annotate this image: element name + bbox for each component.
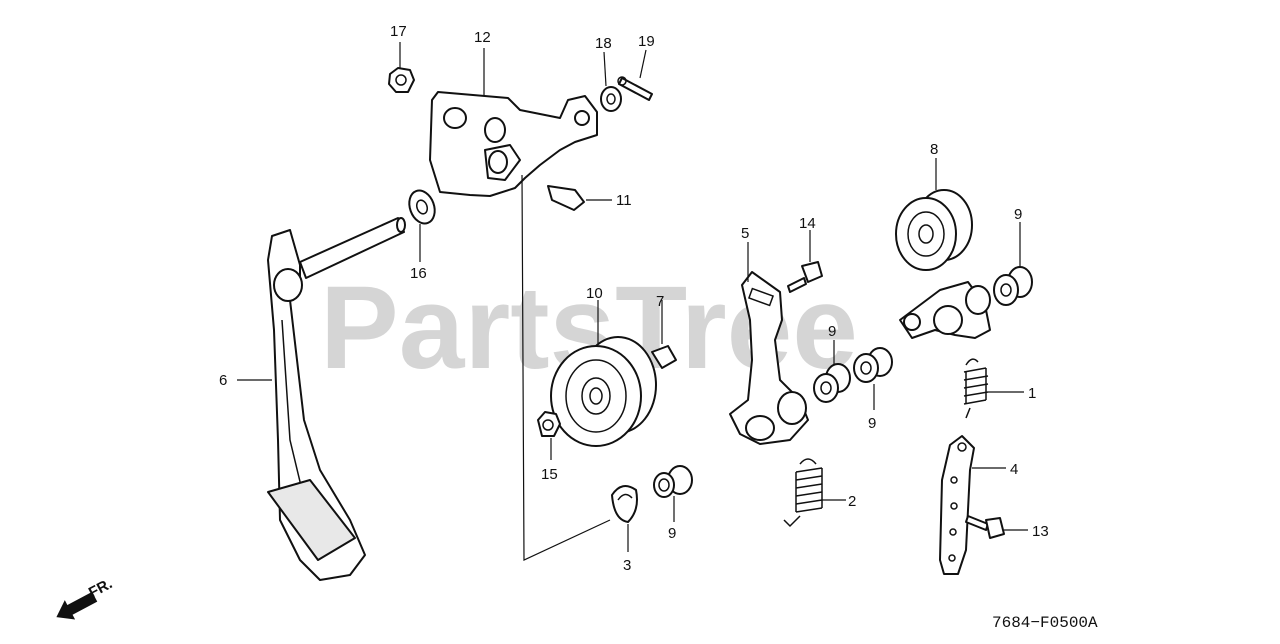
part-2-spring[interactable]: [783, 458, 823, 528]
part-9-bushing-mid-right[interactable]: [853, 347, 893, 383]
callout-18: 18: [595, 35, 612, 52]
part-9-bushing-bottom[interactable]: [653, 465, 693, 498]
part-11-clip[interactable]: [547, 185, 585, 211]
callout-15: 15: [541, 466, 558, 483]
part-12-bracket[interactable]: [429, 91, 598, 197]
callout-9-top-right: 9: [1014, 206, 1022, 223]
part-3-clip[interactable]: [611, 485, 638, 523]
callout-5: 5: [741, 225, 749, 242]
part-6-pedal[interactable]: [267, 229, 366, 581]
part-17-nut[interactable]: [388, 67, 415, 93]
callout-8: 8: [930, 141, 938, 158]
part-7-collar[interactable]: [651, 345, 677, 369]
drawing-code: 7684−F0500A: [992, 614, 1098, 632]
part-18-washer[interactable]: [600, 86, 622, 112]
assembly-leader: [521, 174, 611, 561]
part-10-pulley[interactable]: [550, 336, 657, 447]
part-13-bolt[interactable]: [965, 515, 1005, 539]
callout-11: 11: [616, 192, 632, 209]
callout-13: 13: [1032, 523, 1049, 540]
callout-4: 4: [1010, 461, 1018, 478]
part-1-spring[interactable]: [963, 358, 989, 419]
callout-leaders: [237, 42, 1028, 552]
part-16-washer[interactable]: [405, 187, 439, 227]
front-direction-arrow-icon: [56, 591, 98, 620]
callout-10: 10: [586, 285, 603, 302]
callout-3: 3: [623, 557, 631, 574]
part-4-plate[interactable]: [939, 435, 975, 575]
callout-9-mid-left: 9: [828, 323, 836, 340]
callout-2: 2: [848, 493, 856, 510]
callout-6: 6: [219, 372, 227, 389]
pedal-shaft: [299, 217, 406, 279]
callout-1: 1: [1028, 385, 1036, 402]
part-8-idler-pulley[interactable]: [895, 189, 991, 339]
part-15-nut[interactable]: [537, 411, 561, 437]
callout-16: 16: [410, 265, 427, 282]
part-5-arm[interactable]: [729, 271, 809, 445]
callout-19: 19: [638, 33, 655, 50]
callout-9-mid-right: 9: [868, 415, 876, 432]
part-9-bushing-top-right[interactable]: [993, 266, 1033, 306]
part-9-bushing-mid-left[interactable]: [813, 363, 851, 403]
callout-17: 17: [390, 23, 407, 40]
callout-14: 14: [799, 215, 816, 232]
callout-9-bottom: 9: [668, 525, 676, 542]
part-19-pin[interactable]: [617, 76, 653, 101]
callout-12: 12: [474, 29, 491, 46]
callout-7: 7: [656, 293, 664, 310]
part-14-bolt[interactable]: [787, 261, 823, 293]
